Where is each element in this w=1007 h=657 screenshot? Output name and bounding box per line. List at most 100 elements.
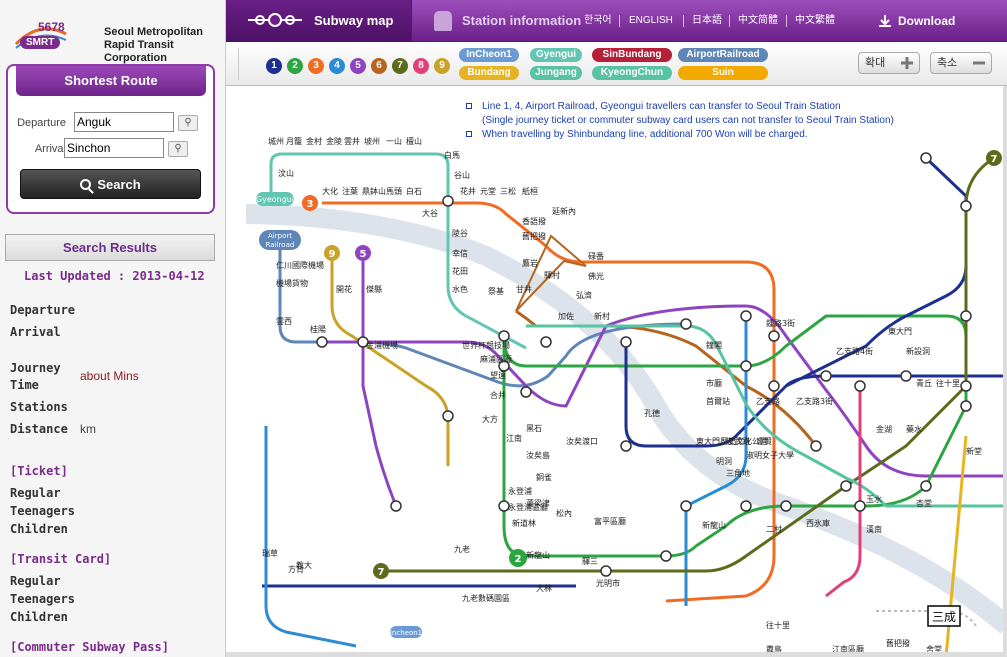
station-label[interactable]: 三角地 [726,468,750,478]
station-label[interactable]: 新設洞 [906,346,930,356]
transfer-node[interactable] [740,500,752,512]
station-label[interactable]: 機場貨物 [276,278,308,288]
station-label[interactable]: 蘆梁津 [526,498,550,508]
transfer-node[interactable] [854,380,866,392]
station-label[interactable]: 三松 [500,186,516,196]
station-label[interactable]: 汝矣島 [526,450,550,460]
transfer-node[interactable] [740,310,752,322]
transfer-node[interactable] [920,152,932,164]
station-label[interactable]: 新道林 [512,518,536,528]
station-label[interactable]: 一山 [386,136,402,146]
station-label[interactable]: 鷹岩 [522,258,538,268]
station-label[interactable]: 水色 [452,284,468,294]
sancheong-station-box[interactable]: 三成 [927,605,961,627]
station-label[interactable]: 合井 [490,390,506,400]
station-label[interactable]: 往十里 [766,620,790,630]
station-label[interactable]: 乙支路3街 [796,396,833,406]
horizontal-scrollbar[interactable] [226,652,1007,657]
station-label[interactable]: 東大門 [888,326,912,336]
station-label[interactable]: 大林 [536,583,552,593]
lang-chinese-traditional[interactable]: 中文繁體 [795,15,835,26]
station-label[interactable]: 新龍山 [526,550,550,560]
line-pill-suin[interactable]: Suin [678,66,768,80]
station-label[interactable]: 花田 [452,266,468,276]
station-label[interactable]: 銅雀 [536,472,552,482]
transfer-node[interactable] [900,370,912,382]
line-marker-9[interactable]: 9 [324,245,340,261]
station-label[interactable]: 大化 [322,186,338,196]
transfer-node[interactable] [768,380,780,392]
station-label[interactable]: 幸信 [452,248,468,258]
station-label[interactable]: 甘井 [516,284,532,294]
line-pill-airportrailroad[interactable]: AirportRailroad [678,48,768,62]
smrt-logo[interactable]: 5678 SMRT Seoul Metropolitan Rapid Trans… [12,20,222,64]
station-label[interactable]: 富平區廳 [594,516,626,526]
lang-chinese-simplified[interactable]: 中文简體 [738,15,778,26]
station-label[interactable]: 延新內 [552,206,576,216]
station-label[interactable]: 黑石 [526,424,542,433]
station-label[interactable]: 大谷 [422,208,438,218]
line-number-3[interactable]: 3 [308,58,324,74]
zoom-in-button[interactable]: 확대 [858,52,920,74]
tab-station-information[interactable]: Station information [412,0,582,42]
station-label[interactable]: 金浦機場 [366,340,398,350]
station-label[interactable]: 仁川國際機場 [276,260,324,270]
subway-map-canvas[interactable]: Line 1, 4, Airport Railroad, Gyeongui tr… [226,86,1007,657]
station-label[interactable]: 教大 [296,560,312,570]
transfer-node[interactable] [920,480,932,492]
tab-subway-map[interactable]: Subway map [226,0,412,42]
station-label[interactable]: 麻浦區廳 [480,354,512,364]
transfer-node[interactable] [680,318,692,330]
search-button[interactable]: Search [20,169,201,199]
lang-english[interactable]: ENGLISH [629,15,673,26]
transfer-node[interactable] [442,410,454,422]
transfer-node[interactable] [540,336,552,348]
transfer-node[interactable] [960,380,972,392]
station-label[interactable]: 汝矣渡口 [566,436,598,446]
station-label[interactable]: 會賢 [756,436,772,446]
station-label[interactable]: 江南區廳 [832,644,864,654]
station-label[interactable]: 祭基 [488,286,504,296]
line-number-6[interactable]: 6 [371,58,387,74]
station-label[interactable]: 舍堂 [926,644,942,654]
station-label[interactable]: 舊把撥 [522,231,546,241]
station-label[interactable]: 永登浦 [508,486,532,496]
station-label[interactable]: 金湖 [876,424,892,434]
station-label[interactable]: 金陵 [326,136,342,146]
line-number-9[interactable]: 9 [434,58,450,74]
transfer-node[interactable] [768,330,780,342]
station-label[interactable]: 白馬 [444,150,460,160]
zoom-out-button[interactable]: 축소 [930,52,992,74]
transfer-node[interactable] [498,360,510,372]
station-label[interactable]: 新龍山 [702,520,726,530]
station-label[interactable]: 檀山 [406,136,422,146]
station-label[interactable]: 雲井 [344,136,360,146]
station-label[interactable]: 注葉 [342,186,358,196]
vertical-scrollbar[interactable] [1003,86,1007,657]
station-label[interactable]: 鼎鉢山 [362,186,386,196]
transfer-node[interactable] [820,370,832,382]
lang-korean[interactable]: 한국어 [584,15,612,26]
line-number-4[interactable]: 4 [329,58,345,74]
station-label[interactable]: 世界杯競技場 [462,340,510,350]
station-label[interactable]: 白石 [406,186,422,196]
station-label[interactable]: 舊把撥 [886,638,910,648]
arrival-search-icon[interactable]: ⚲ [168,141,188,157]
transfer-node[interactable] [620,440,632,452]
station-label[interactable]: 明洞 [716,456,732,466]
line-pill-gyengui[interactable]: Gyengui [530,48,582,62]
station-label[interactable]: 元堂 [480,186,496,196]
station-label[interactable]: 市廳 [706,378,722,388]
transfer-node[interactable] [780,500,792,512]
station-label[interactable]: 青丘 [916,378,932,388]
station-label[interactable]: 傑縣 [366,284,382,294]
station-label[interactable]: 開花 [336,284,352,294]
station-label[interactable]: 月籠 [286,136,302,146]
transfer-node[interactable] [680,500,692,512]
station-label[interactable]: 藥水 [906,424,922,434]
arrival-input[interactable] [64,138,164,158]
transfer-node[interactable] [520,386,532,398]
station-label[interactable]: 城州 [268,137,284,146]
transfer-node[interactable] [660,550,672,562]
station-label[interactable]: 金村 [306,136,322,146]
